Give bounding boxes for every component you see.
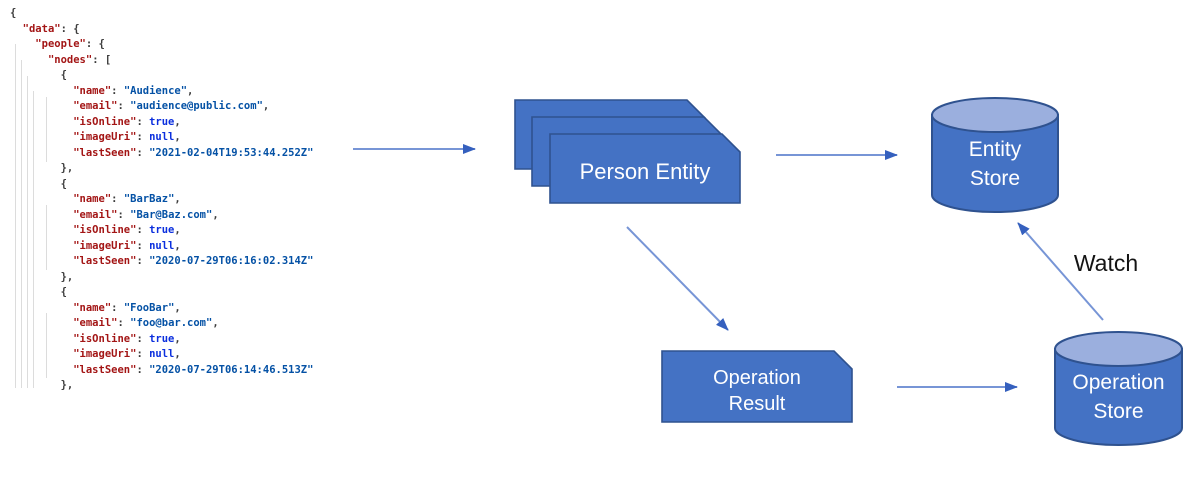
code-line: "lastSeen": "2020-07-29T06:16:02.314Z": [73, 255, 314, 267]
operation-store-cylinder: [1054, 331, 1183, 446]
code-line: },: [10, 162, 74, 174]
indent-guide: [21, 60, 22, 388]
person-entity-stack: [514, 99, 741, 204]
code-line: "imageUri": null,: [73, 131, 181, 143]
code-line: {: [10, 69, 67, 81]
code-line: "email": "audience@public.com",: [73, 100, 270, 112]
indent-guide: [15, 44, 16, 388]
code-line: "isOnline": true,: [73, 224, 181, 236]
code-line: {: [10, 177, 67, 190]
entity-store-cylinder: [931, 97, 1059, 213]
operation-result-card: [661, 350, 853, 423]
code-line: "name": "Audience",: [73, 84, 194, 97]
code-line: "email": "Bar@Baz.com",: [73, 208, 219, 221]
code-line: "isOnline": true,: [73, 115, 181, 128]
operation-store-cylinder-body: [1054, 348, 1183, 446]
indent-guide: [46, 205, 47, 270]
code-line: "lastSeen": "2020-07-29T06:14:46.513Z": [73, 363, 314, 376]
arrow-watch-operation-store-to-entity-store: [1017, 222, 1104, 321]
person-entity-card-front: [549, 133, 741, 204]
code-line: "people": {: [35, 38, 105, 50]
code-line: "imageUri": null,: [73, 239, 181, 252]
code-line: },: [10, 379, 74, 391]
code-line: },: [10, 270, 74, 283]
code-line: "data": {: [22, 22, 80, 35]
indent-guide: [27, 76, 28, 388]
indent-guide: [33, 91, 34, 388]
entity-store-cylinder-top: [931, 97, 1059, 133]
indent-guide: [46, 313, 47, 378]
code-line: "isOnline": true,: [73, 332, 181, 345]
code-line: "imageUri": null,: [73, 348, 181, 360]
watch-label: Watch: [1073, 250, 1139, 276]
operation-store-cylinder-top: [1054, 331, 1183, 367]
code-line: "nodes": [: [47, 53, 112, 66]
code-line: "email": "foo@bar.com",: [73, 317, 219, 329]
entity-store-cylinder-body: [931, 114, 1059, 213]
arrow-person-entity-to-operation-result: [626, 226, 729, 331]
code-line: {: [10, 286, 67, 298]
code-line: "name": "BarBaz",: [73, 193, 181, 205]
json-code-block: { "data": { "people": { "nodes": [ { "na…: [10, 6, 313, 394]
code-line: "name": "FooBar",: [73, 301, 181, 314]
code-line: {: [10, 7, 17, 19]
indent-guide: [46, 97, 47, 162]
code-line: "lastSeen": "2021-02-04T19:53:44.252Z": [73, 146, 314, 159]
